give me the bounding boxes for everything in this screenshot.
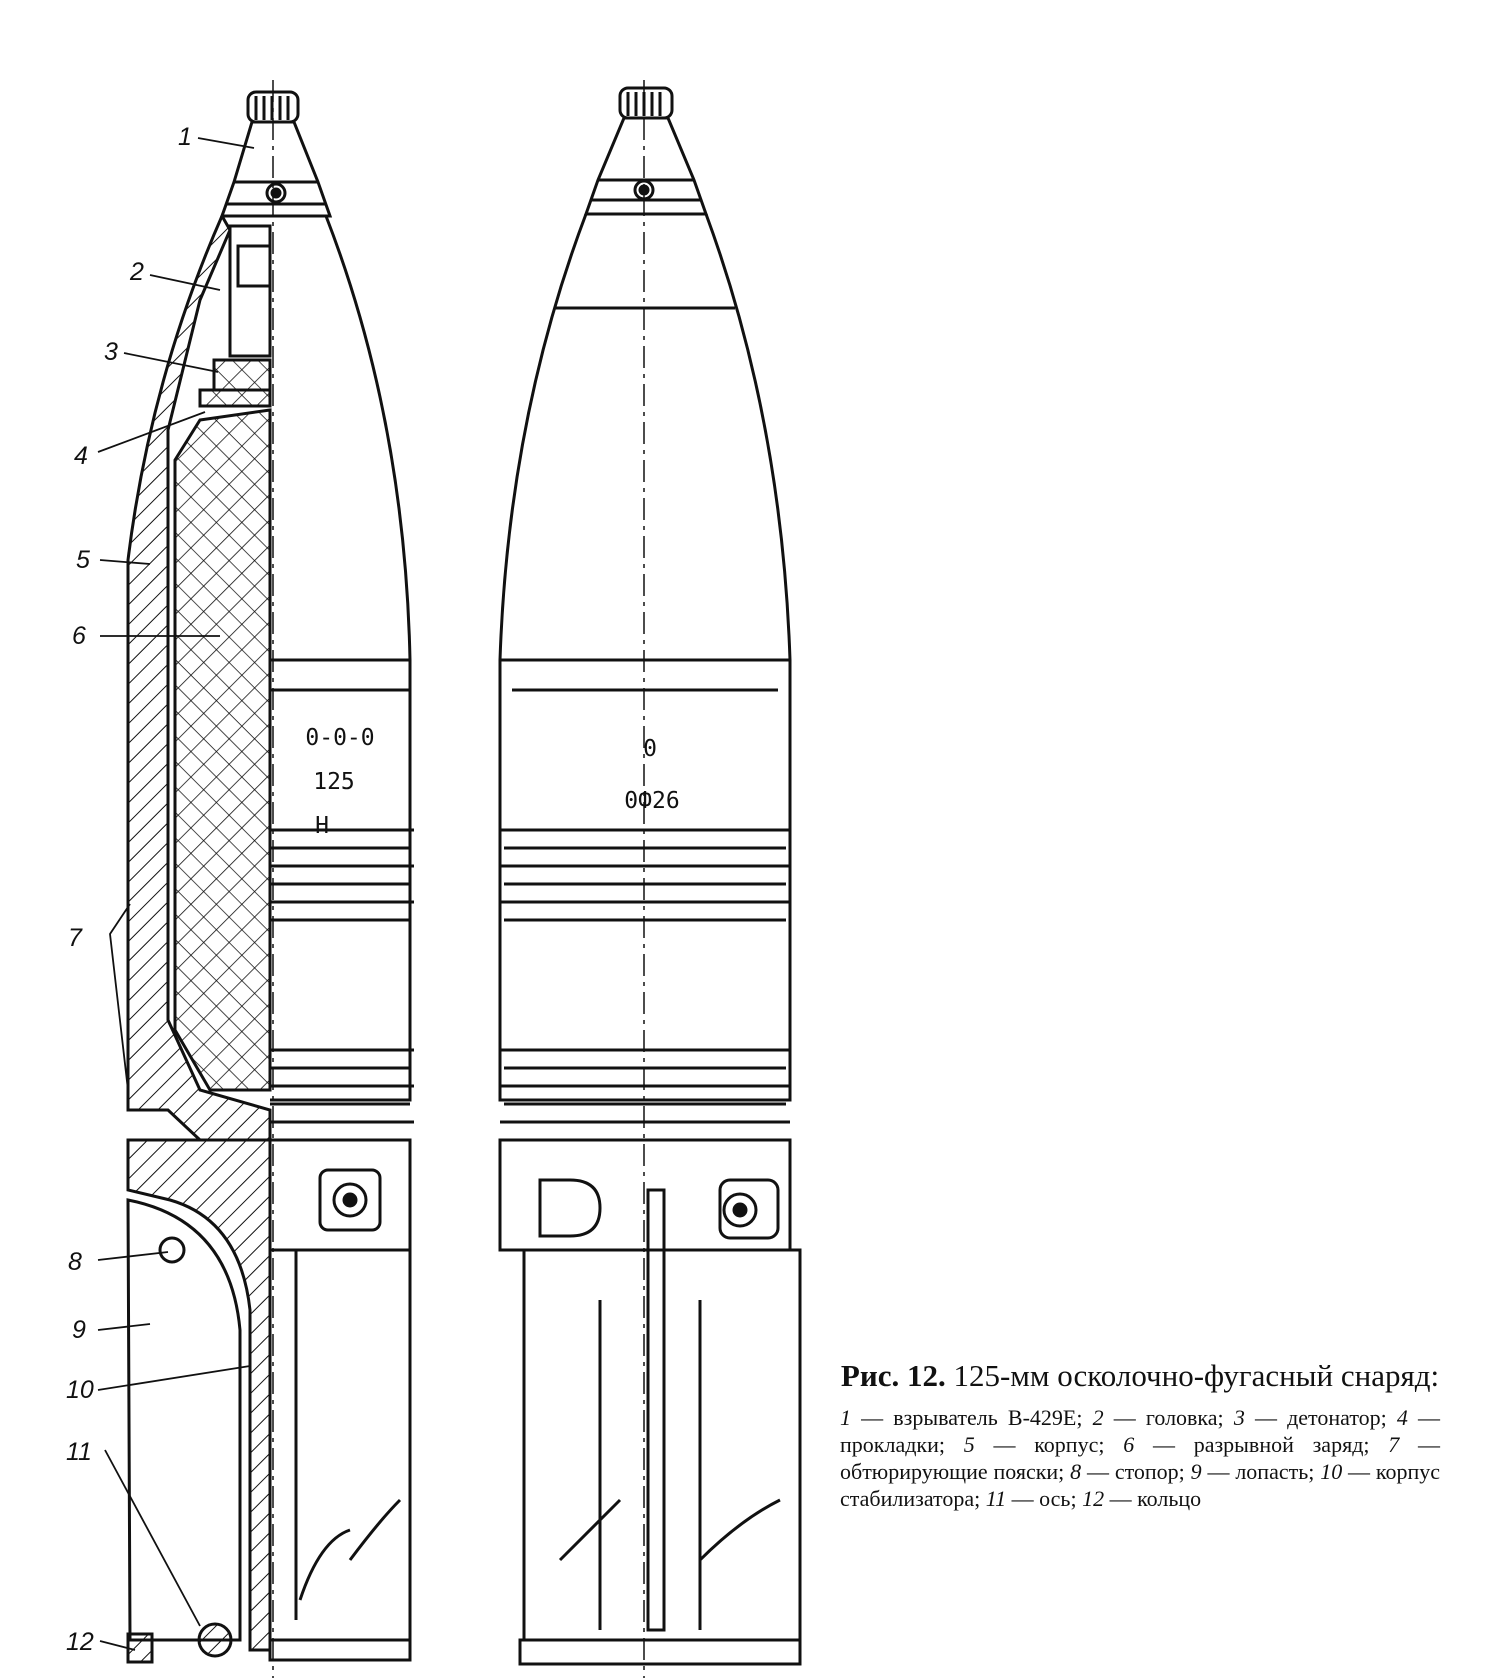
legend-item-text: — прокладки; [840, 1405, 1441, 1457]
callout-6: 6 [72, 622, 86, 650]
legend-item-number: 2 [1092, 1405, 1104, 1430]
explosive-charge [173, 408, 272, 1092]
legend-item-text: — обтюрирующие пояски; [840, 1432, 1440, 1484]
caption-title: Рис. 12. 125-мм осколочно-фугасный снаря… [840, 1358, 1440, 1394]
callout-11: 11 [66, 1438, 92, 1466]
callout-4: 4 [74, 442, 88, 470]
legend-item-number: 12 [1082, 1486, 1105, 1511]
legend-item-text: — головка; [1103, 1405, 1234, 1430]
ring [126, 1632, 154, 1664]
detonator [212, 358, 272, 392]
legend-item: 11 — ось; [986, 1486, 1082, 1511]
right-shell-exterior-view [498, 80, 802, 1678]
callout-1: 1 [178, 123, 192, 151]
legend-item: 12 — кольцо [1082, 1486, 1201, 1511]
caption-title-text: 125-мм осколочно-фугасный снаряд: [953, 1358, 1440, 1393]
legend-item-text: — ось; [1006, 1486, 1083, 1511]
right-view-markings: 0 0Ф26 [624, 736, 679, 814]
caption-legend: 1 — взрыватель В-429Е; 2 — головка; 3 — … [840, 1404, 1440, 1512]
callout-2: 2 [129, 258, 144, 286]
left-shell-sectioned-view [126, 80, 414, 1678]
stop-pin-left [158, 1236, 186, 1264]
shell-ogive-right [498, 213, 792, 1102]
callout-12: 12 [66, 1628, 94, 1656]
legend-item-number: 7 [1388, 1432, 1400, 1457]
legend-item-text: — корпус; [974, 1432, 1124, 1457]
legend-item-number: 6 [1123, 1432, 1135, 1457]
legend-item: 1 — взрыватель В-429Е; [840, 1405, 1093, 1430]
callout-10: 10 [66, 1376, 94, 1404]
d-window [538, 1178, 602, 1238]
legend-item-number: 4 [1396, 1405, 1408, 1430]
legend-item: 8 — стопор; [1070, 1459, 1191, 1484]
legend-item-text: — детонатор; [1244, 1405, 1397, 1430]
obturating-grooves-right-view [500, 828, 790, 1124]
legend-item: 6 — разрывной заряд; [1123, 1432, 1388, 1457]
marking-left-line1: 0-0-0 [305, 725, 374, 751]
marking-left-line3: Н [315, 813, 329, 839]
legend-item: 5 — корпус; [964, 1432, 1123, 1457]
fuze-cap-right [618, 86, 674, 120]
legend-item: 4 — прокладки; [840, 1405, 1440, 1457]
callout-9: 9 [72, 1316, 86, 1344]
legend-item-text: — стопор; [1081, 1459, 1191, 1484]
marking-right-line1: 0 [643, 736, 657, 762]
callout-7: 7 [68, 924, 83, 952]
stabilizer-body-section [126, 1138, 272, 1652]
shell-wall-section [126, 212, 272, 1142]
figure-caption: Рис. 12. 125-мм осколочно-фугасный снаря… [840, 1358, 1440, 1512]
legend-item-number: 1 [840, 1405, 851, 1430]
legend-item-text: — кольцо [1104, 1486, 1202, 1511]
legend-item: 7 — обтюрирующие пояски; [840, 1432, 1440, 1484]
legend-item-number: 8 [1070, 1459, 1082, 1484]
axle [197, 1622, 233, 1658]
legend-item: 10 — корпус стабилизатора; [840, 1459, 1440, 1511]
blade-edge [646, 1188, 666, 1632]
marking-right-line2: 0Ф26 [624, 788, 679, 814]
left-view-markings: 0-0-0 125 Н [305, 725, 374, 839]
obturating-grooves-right [270, 828, 414, 1124]
legend-item-text: — корпус стабилизатора; [840, 1459, 1441, 1511]
leader-lines [97, 137, 255, 1651]
caption-label: Рис. 12. [840, 1358, 946, 1393]
base-ring-right [518, 1638, 802, 1666]
legend-item: 2 — головка; [1093, 1405, 1234, 1430]
legend-item-text: — лопасть; [1201, 1459, 1321, 1484]
callout-3: 3 [104, 338, 118, 366]
legend-item-text: — взрыватель В-429Е; [851, 1405, 1093, 1430]
legend-item-number: 5 [963, 1432, 975, 1457]
callouts: 1 2 3 4 5 6 7 8 9 10 11 12 [66, 123, 255, 1656]
legend-item-text: — разрывной заряд; [1134, 1432, 1389, 1457]
legend-item: 3 — детонатор; [1234, 1405, 1397, 1430]
stabilizer-blade [126, 1198, 242, 1642]
legend-item-number: 10 [1320, 1459, 1343, 1484]
base-ring-left [268, 1638, 412, 1662]
legend-item-number: 3 [1233, 1405, 1245, 1430]
legend-item-number: 11 [985, 1486, 1007, 1511]
callout-5: 5 [76, 546, 90, 574]
legend-item: 9 — лопасть; [1191, 1459, 1321, 1484]
legend-item-number: 9 [1190, 1459, 1202, 1484]
marking-left-line2: 125 [313, 769, 355, 795]
shell-outer-profile-right [270, 215, 412, 1102]
callout-8: 8 [68, 1248, 82, 1276]
